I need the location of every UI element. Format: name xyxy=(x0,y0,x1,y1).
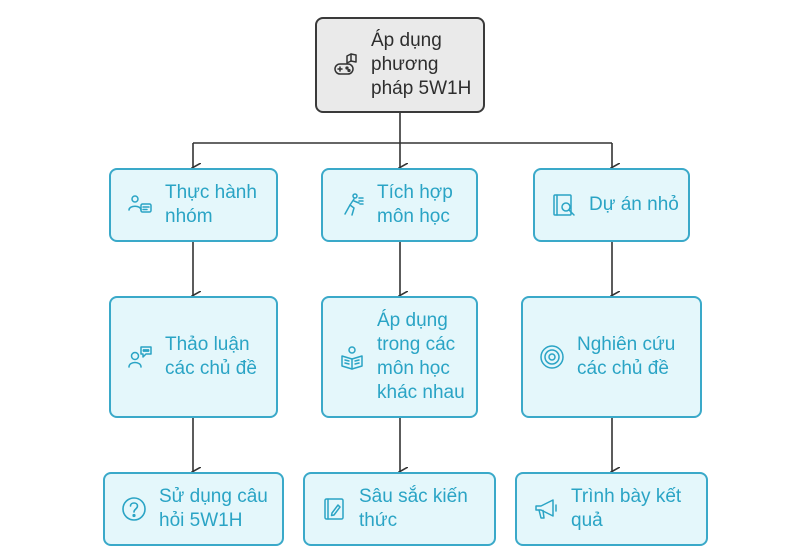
thuc-hanh-nhom-label: Thực hành nhóm xyxy=(165,182,257,227)
trinh-bay-label: Trình bày kết quả xyxy=(571,486,682,531)
sau-sac-label: Sâu sắc kiến thức xyxy=(359,486,468,531)
megaphone-icon xyxy=(531,494,561,524)
node-thuc-hanh-nhom: Thực hành nhóm xyxy=(109,168,278,242)
question-circle-icon xyxy=(119,494,149,524)
person-speech-icon xyxy=(125,342,155,372)
node-su-dung-cau-hoi: Sử dụng câu hỏi 5W1H xyxy=(103,472,284,546)
node-nghien-cuu-cac-chu-de: Nghiên cứu các chủ đề xyxy=(521,296,702,418)
group-chat-icon xyxy=(125,190,155,220)
book-pen-icon xyxy=(319,494,349,524)
root-node: Áp dụng phương pháp 5W1H xyxy=(315,17,485,113)
nghien-cuu-label: Nghiên cứu các chủ đề xyxy=(577,334,676,379)
gamepad-book-icon xyxy=(331,50,361,80)
ap-dung-label: Áp dụng trong các môn học khác nhau xyxy=(377,310,465,403)
node-trinh-bay-ket-qua: Trình bày kết quả xyxy=(515,472,708,546)
root-label: Áp dụng phương pháp 5W1H xyxy=(371,30,472,99)
su-dung-label: Sử dụng câu hỏi 5W1H xyxy=(159,486,268,531)
node-ap-dung-trong-cac-mon-hoc: Áp dụng trong các môn học khác nhau xyxy=(321,296,478,418)
du-an-nho-label: Dự án nhỏ xyxy=(589,194,679,215)
book-search-icon xyxy=(549,190,579,220)
node-sau-sac-kien-thuc: Sâu sắc kiến thức xyxy=(303,472,496,546)
thao-luan-label: Thảo luận các chủ đề xyxy=(165,334,257,379)
node-tich-hop-mon-hoc: Tích hợp môn học xyxy=(321,168,478,242)
reader-icon xyxy=(337,342,367,372)
node-thao-luan-cac-chu-de: Thảo luận các chủ đề xyxy=(109,296,278,418)
tich-hop-mon-hoc-label: Tích hợp môn học xyxy=(377,182,453,227)
running-person-icon xyxy=(337,190,367,220)
target-icon xyxy=(537,342,567,372)
node-du-an-nho: Dự án nhỏ xyxy=(533,168,690,242)
